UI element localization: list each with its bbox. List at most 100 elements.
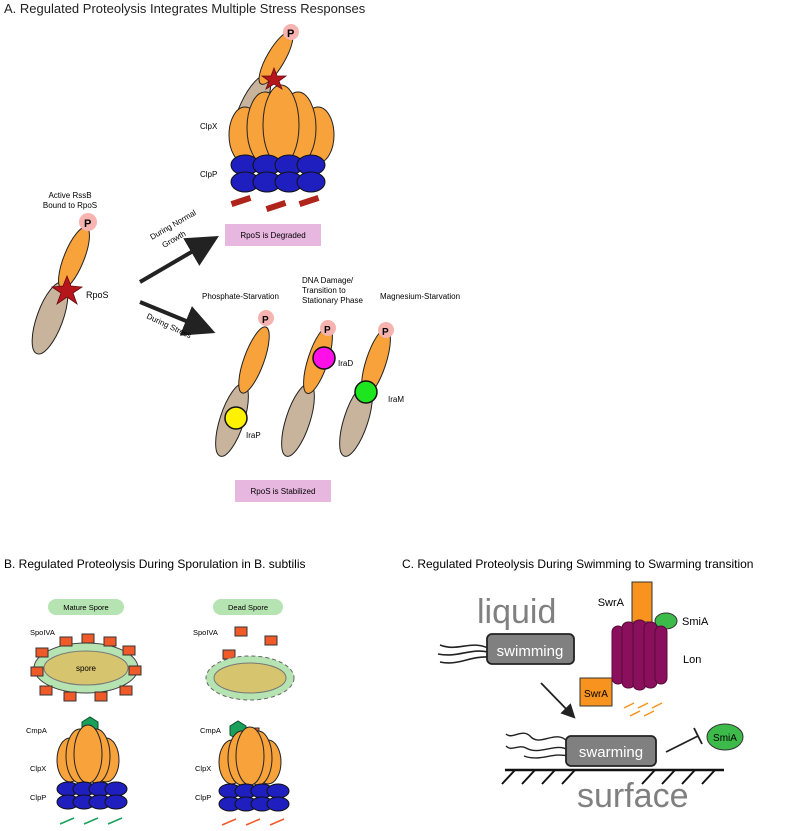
smia-oval-free xyxy=(706,723,744,751)
clpx-lobe xyxy=(262,84,300,166)
peptide-fragment xyxy=(298,195,320,207)
irad-circle xyxy=(312,346,336,370)
iram-label: IraM xyxy=(388,395,404,404)
iram-circle xyxy=(354,380,378,404)
spoiva-block xyxy=(59,636,73,647)
swarming-cell-body xyxy=(565,735,657,767)
swra-label: SwrA xyxy=(598,597,625,609)
swimming-cell: swimming xyxy=(437,633,575,665)
phosphate-circle xyxy=(258,310,274,326)
spoiva-block xyxy=(103,636,117,647)
phosphate-circle xyxy=(79,213,97,231)
spoiva-block xyxy=(81,633,95,644)
degraded-box xyxy=(225,224,321,246)
spoiva-block xyxy=(94,691,108,702)
cmpa-label-mature: CmpA xyxy=(26,726,47,735)
clpp-label: ClpP xyxy=(200,170,217,179)
irap-circle xyxy=(224,406,248,430)
spoiva-block xyxy=(119,685,133,696)
clpp-label-dead: ClpP xyxy=(195,793,211,802)
phosphate-p-label: P xyxy=(262,315,269,326)
peptide-fragment xyxy=(265,200,287,212)
magnesium-starvation-label: Magnesium-Starvation xyxy=(380,292,460,301)
smia-label: SmiA xyxy=(682,616,709,628)
swimming-cell-body xyxy=(486,633,575,665)
swarming-label: swarming xyxy=(579,744,643,761)
transition-arrow xyxy=(540,682,576,719)
cmpa-label-dead: CmpA xyxy=(200,726,221,735)
stabilized-box xyxy=(235,480,331,502)
dead-spore-tag xyxy=(213,599,283,615)
smia-oval-label: SmiA xyxy=(713,733,737,744)
clpxp-dead xyxy=(218,720,290,826)
spore-label: spore xyxy=(76,664,97,673)
clpp-label-mature: ClpP xyxy=(30,793,46,802)
arrow-normal-growth xyxy=(138,235,219,284)
phosphate-p-label: P xyxy=(84,218,91,230)
red-star xyxy=(50,274,84,306)
rssb-label-line1: Active RssB xyxy=(48,191,91,200)
swimming-label: swimming xyxy=(497,643,564,660)
dna-damage-label-line2: Transition to xyxy=(302,286,346,295)
dna-damage-label-line3: Stationary Phase xyxy=(302,296,363,305)
clpx-label-mature: ClpX xyxy=(30,764,46,773)
spoiva-block xyxy=(30,666,44,677)
phosphate-p-label: P xyxy=(382,327,389,338)
panel-c-title: C. Regulated Proteolysis During Swimming… xyxy=(402,557,753,571)
degraded-text: RpoS is Degraded xyxy=(240,231,305,240)
rpos-label: RpoS xyxy=(86,290,109,300)
panel-b: B. Regulated Proteolysis During Sporulat… xyxy=(4,557,306,826)
spore-core xyxy=(43,650,129,686)
inhibition-line xyxy=(665,735,699,753)
lon-column xyxy=(654,625,668,685)
swra-box-free-label: SwrA xyxy=(584,689,608,700)
swra-rod xyxy=(631,581,653,623)
mature-spore-label: Mature Spore xyxy=(63,603,108,612)
phosphate-circle xyxy=(283,24,299,40)
spoiva-block xyxy=(39,685,53,696)
clpx-label-dead: ClpX xyxy=(195,764,211,773)
clpp-barrel xyxy=(230,154,326,193)
rpos-irap-complex: P xyxy=(215,310,274,457)
rssb-label-line2: Bound to RpoS xyxy=(43,201,97,210)
degradation-complex: P xyxy=(228,24,335,212)
liquid-label: liquid xyxy=(477,593,556,631)
panel-c: C. Regulated Proteolysis During Swimming… xyxy=(402,557,753,815)
swarming-cell: swarming xyxy=(505,732,657,767)
rpos-tan-segment xyxy=(281,383,315,457)
rpos-irad-complex: P xyxy=(281,320,336,457)
spoiva-label-mature: SpoIVA xyxy=(30,628,55,637)
rssb-orange xyxy=(58,226,90,290)
spoiva-block xyxy=(264,635,278,646)
surface-label: surface xyxy=(577,777,689,815)
irad-label: IraD xyxy=(338,359,353,368)
lon-label: Lon xyxy=(683,654,701,666)
inhibition-bar xyxy=(693,727,703,745)
dead-spore xyxy=(205,626,295,701)
surface-line xyxy=(501,768,724,785)
spoiva-block xyxy=(234,626,248,637)
spore-core xyxy=(213,662,287,694)
arrow-stress xyxy=(139,300,216,336)
flagella xyxy=(505,732,569,759)
swra-box-free xyxy=(579,677,613,707)
flagella xyxy=(437,644,489,664)
spoiva-block xyxy=(35,647,49,658)
irap-label: IraP xyxy=(246,431,261,440)
spoiva-block xyxy=(122,645,136,656)
stabilized-text: RpoS is Stabilized xyxy=(251,487,316,496)
red-star xyxy=(260,66,288,90)
mature-spore: spore xyxy=(30,633,142,702)
rssb-orange xyxy=(238,326,270,394)
panel-a-title: A. Regulated Proteolysis Integrates Mult… xyxy=(4,1,366,16)
spoiva-block xyxy=(128,665,142,676)
phosphate-circle xyxy=(378,322,394,338)
spoiva-block xyxy=(63,691,77,702)
mature-spore-tag xyxy=(48,599,124,615)
dna-damage-label-line1: DNA Damage/ xyxy=(302,276,354,285)
peptide-fragment xyxy=(230,195,252,207)
phosphate-circle xyxy=(320,320,336,336)
phosphate-p-label: P xyxy=(287,28,294,40)
panel-a: A. Regulated Proteolysis Integrates Mult… xyxy=(4,1,460,502)
